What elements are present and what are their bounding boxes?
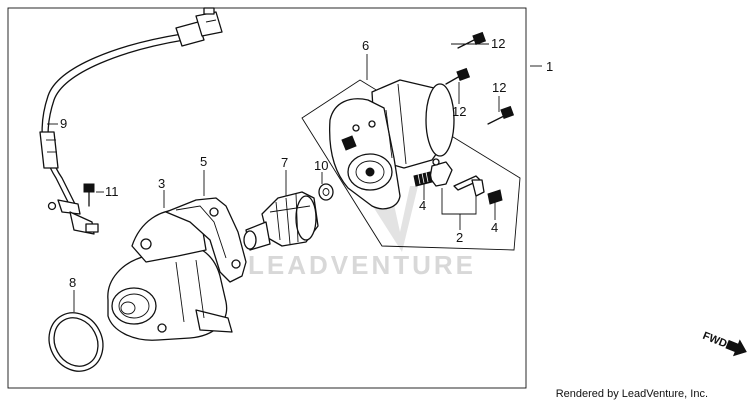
callout-9: 9 — [60, 116, 67, 131]
callout-2: 2 — [456, 230, 463, 245]
screw-4-right — [487, 189, 503, 205]
callout-7: 7 — [281, 155, 288, 170]
callout-12-middle: 12 — [452, 104, 466, 119]
diagram-frame — [7, 7, 527, 389]
o-ring — [48, 312, 104, 372]
callout-1: 1 — [546, 59, 553, 74]
callout-3: 3 — [158, 176, 165, 191]
callout-11: 11 — [105, 184, 119, 199]
bolt-12-top — [457, 31, 487, 49]
callout-5: 5 — [200, 154, 207, 169]
callout-4-left: 4 — [419, 198, 426, 213]
bolt-11 — [83, 183, 95, 207]
bolt-12-middle — [445, 67, 471, 85]
starter-motor-inset — [301, 79, 521, 251]
starter-housing — [107, 209, 233, 341]
starter-drive — [243, 191, 319, 251]
callout-6: 6 — [362, 38, 369, 53]
callout-12-right: 12 — [492, 80, 506, 95]
callout-4-right: 4 — [491, 220, 498, 235]
watermark-text: LEADVENTURE — [248, 250, 476, 280]
starter-motor — [328, 79, 455, 210]
callout-12-top: 12 — [491, 36, 505, 51]
wire-harness — [39, 7, 223, 235]
render-credit: Rendered by LeadVenture, Inc. — [555, 388, 708, 400]
screw-4-left — [413, 171, 433, 187]
nut-10 — [318, 183, 334, 201]
gasket — [165, 197, 247, 283]
callout-8: 8 — [69, 275, 76, 290]
callout-10: 10 — [314, 158, 328, 173]
terminal-set — [429, 158, 485, 197]
bolt-12-right — [487, 105, 515, 125]
fwd-label: FWD — [701, 330, 729, 351]
fwd-arrow-icon: FWD — [701, 330, 747, 357]
